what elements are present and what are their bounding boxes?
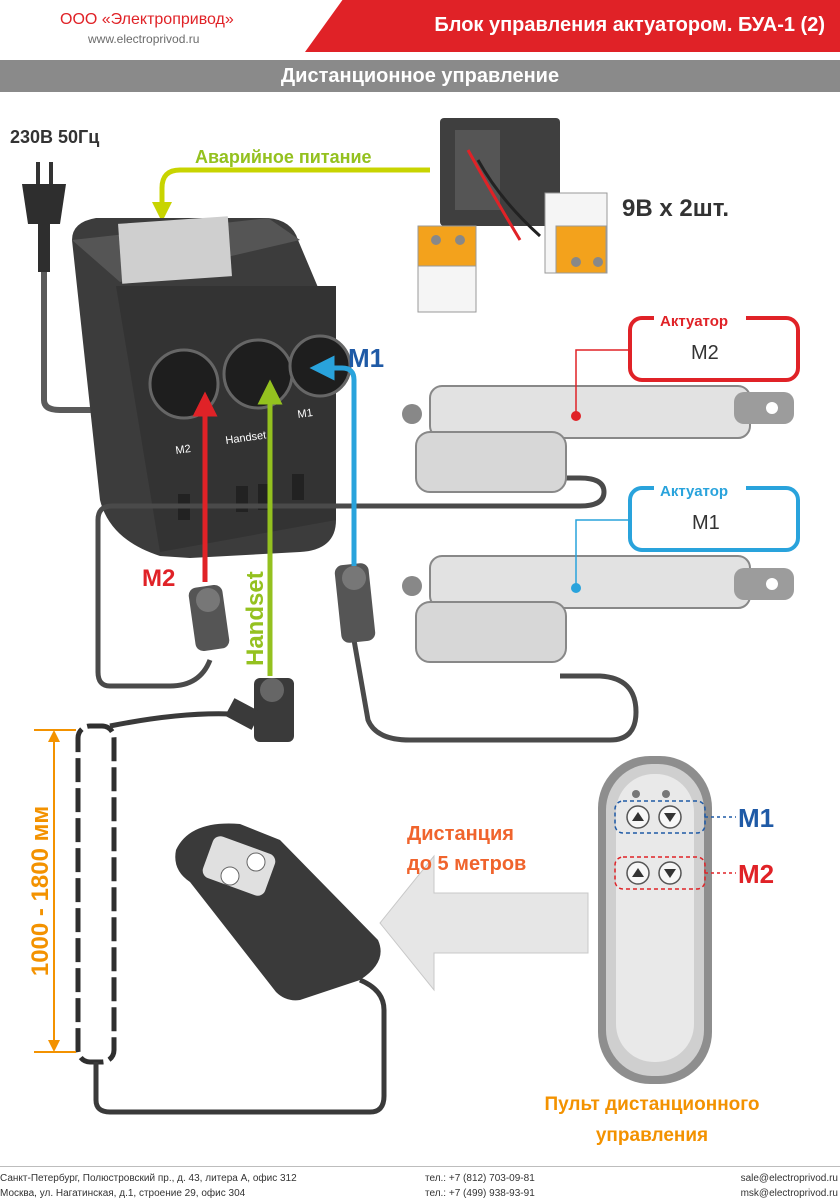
arrow-up-icon xyxy=(632,868,644,877)
arrow-down-icon xyxy=(664,869,676,878)
handset xyxy=(175,823,381,1001)
website-link[interactable]: www.electroprivod.ru xyxy=(88,32,200,46)
actuator-m2-point xyxy=(571,411,581,421)
port-label-m2: M2 xyxy=(142,565,175,592)
arrow-down-icon xyxy=(664,813,676,822)
remote-caption-line2: управления xyxy=(596,1125,708,1146)
arrow-up-icon xyxy=(632,812,644,821)
connector-handset xyxy=(225,678,294,742)
actuator-m1-point xyxy=(571,583,581,593)
remote-caption-line1: Пульт дистанционного xyxy=(544,1094,759,1115)
remote-control xyxy=(598,756,712,1084)
battery-icon xyxy=(417,225,477,313)
unit-port-label-handset: Handset xyxy=(225,429,267,447)
battery-icon xyxy=(544,192,608,274)
footer: Санкт-Петербург, Полюстровский пр., д. 4… xyxy=(0,1166,840,1201)
footer-email-spb[interactable]: sale@electroprivod.ru xyxy=(740,1173,838,1184)
wireless-direction-arrow xyxy=(379,854,589,992)
footer-phone-spb[interactable]: тел.: +7 (812) 703-09-81 xyxy=(425,1173,535,1184)
footer-address-msk: Москва, ул. Нагатинская, д.1, строение 2… xyxy=(0,1188,246,1199)
backup-power-label: Аварийное питание xyxy=(195,147,372,167)
actuator-m1-leader xyxy=(575,519,630,588)
footer-email-msk[interactable]: msk@electroprivod.ru xyxy=(740,1188,838,1199)
arrow-m1 xyxy=(309,355,357,566)
cable-length-label: 1000 - 1800 мм xyxy=(27,806,54,976)
actuator-m2-leader xyxy=(575,349,630,416)
footer-address-spb: Санкт-Петербург, Полюстровский пр., д. 4… xyxy=(0,1173,297,1184)
backup-power-arrow xyxy=(152,167,430,222)
power-label: 230В 50Гц xyxy=(10,127,99,147)
remote-label-m2: M2 xyxy=(738,859,774,889)
unit-port-label-m1: M1 xyxy=(297,407,314,421)
section-title: Дистанционное управление xyxy=(0,60,840,92)
actuator-m1-title-bg xyxy=(654,480,746,500)
actuator-m2-name: M2 xyxy=(691,342,719,364)
document-title: Блок управления актуатором. БУА-1 (2) xyxy=(434,14,825,36)
actuator-m2-title: Актуатор xyxy=(660,313,728,330)
actuator-m2 xyxy=(402,385,794,493)
header: ООО «Электропривод» www.electroprivod.ru… xyxy=(0,0,840,52)
actuator-m1-name: M1 xyxy=(692,512,720,534)
actuator-m1-title: Актуатор xyxy=(660,483,728,500)
battery-label: 9В x 2шт. xyxy=(622,195,729,222)
power-plug-icon xyxy=(22,162,66,272)
battery-compartment xyxy=(440,118,560,241)
cable-m2 xyxy=(95,475,607,689)
title-banner xyxy=(305,0,840,52)
cable-m1 xyxy=(351,639,639,743)
connector-m2 xyxy=(188,584,230,652)
port-label-m1: M1 xyxy=(348,343,384,373)
actuator-m2-title-bg xyxy=(654,310,746,330)
distance-label-line1: Дистанция xyxy=(407,823,514,845)
coiled-cable xyxy=(75,711,387,1115)
company-name: ООО «Электропривод» xyxy=(60,11,234,28)
footer-phone-msk[interactable]: тел.: +7 (499) 938-93-91 xyxy=(425,1188,535,1199)
distance-label-line2: до 5 метров xyxy=(407,853,526,875)
power-cord xyxy=(41,272,120,413)
remote-label-m1: M1 xyxy=(738,803,774,833)
actuator-m1 xyxy=(402,555,794,663)
connector-m1 xyxy=(334,563,376,643)
port-label-handset: Handset xyxy=(242,571,269,666)
unit-port-label-m2: M2 xyxy=(175,443,192,457)
